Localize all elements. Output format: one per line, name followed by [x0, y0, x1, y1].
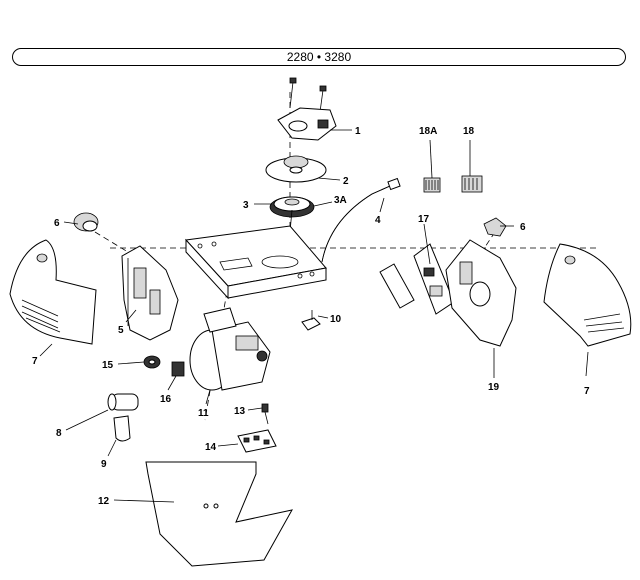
part-label-3a: 3A — [334, 195, 347, 206]
part-label-18: 18 — [463, 126, 475, 137]
part-4-power-cord — [321, 177, 401, 263]
leader-5 — [125, 309, 137, 323]
part-18a-brush — [423, 177, 441, 193]
part-label-2: 2 — [343, 176, 349, 187]
leader-12 — [113, 499, 175, 503]
part-label-18a: 18A — [419, 126, 437, 137]
leader-13 — [247, 407, 263, 411]
leader-14 — [217, 443, 239, 447]
leader-16 — [167, 375, 177, 391]
part-1-bracket — [277, 77, 337, 141]
part-label-15: 15 — [102, 360, 114, 371]
part-19-right-end-panel — [445, 239, 517, 347]
part-9-strap — [113, 415, 131, 442]
leader-4 — [379, 197, 385, 213]
leader-10 — [317, 315, 329, 319]
part-label-12: 12 — [98, 496, 110, 507]
part-label-13: 13 — [234, 406, 246, 417]
chassis-plate — [184, 225, 327, 300]
part-label-19: 19 — [488, 382, 500, 393]
leader-15 — [117, 361, 145, 365]
part-8-capacitor — [107, 393, 139, 411]
assembly-line-knob-left — [94, 231, 129, 253]
part-17-logic-board — [379, 243, 455, 315]
part-6-right-knob — [483, 217, 507, 237]
leader-7-right — [585, 351, 589, 377]
part-label-4: 4 — [375, 215, 381, 226]
part-label-3: 3 — [243, 200, 249, 211]
leader-17 — [423, 223, 431, 265]
part-5-left-end-panel — [121, 245, 179, 341]
part-2-gear-plate — [265, 155, 327, 183]
part-label-8: 8 — [56, 428, 62, 439]
part-label-6-right: 6 — [520, 222, 526, 233]
part-18-brush — [461, 175, 483, 193]
part-13-switch — [261, 403, 269, 425]
part-label-6-left: 6 — [54, 218, 60, 229]
part-label-5: 5 — [118, 325, 124, 336]
part-7-right-cover — [543, 243, 632, 347]
part-3-main-gear — [269, 196, 315, 233]
part-6-left-knob — [73, 212, 99, 232]
model-title: 2280 • 3280 — [286, 50, 352, 64]
part-label-17: 17 — [418, 214, 430, 225]
part-16-sensor — [171, 361, 185, 377]
part-label-11: 11 — [198, 408, 209, 419]
part-10-limit-bracket — [301, 310, 321, 331]
leader-6-left — [63, 221, 79, 225]
part-15-pulley — [143, 355, 161, 369]
part-label-14: 14 — [205, 442, 217, 453]
part-label-7-left: 7 — [32, 356, 38, 367]
leader-7-left — [39, 343, 53, 357]
part-label-10: 10 — [330, 314, 342, 325]
leader-3a — [313, 201, 333, 207]
model-title-bar: 2280 • 3280 — [12, 48, 626, 66]
leader-2 — [317, 177, 341, 181]
leader-11 — [205, 389, 211, 405]
part-label-7-right: 7 — [584, 386, 590, 397]
part-14-terminal-block — [237, 429, 277, 453]
part-label-1: 1 — [355, 126, 361, 137]
part-label-16: 16 — [160, 394, 172, 405]
part-label-9: 9 — [101, 459, 107, 470]
part-12-light-lens-panel — [145, 461, 293, 567]
leader-8 — [65, 409, 109, 431]
leader-9 — [107, 439, 117, 457]
part-7-left-cover — [9, 239, 97, 345]
part-11-motor — [189, 307, 271, 391]
leader-18a — [429, 139, 433, 179]
